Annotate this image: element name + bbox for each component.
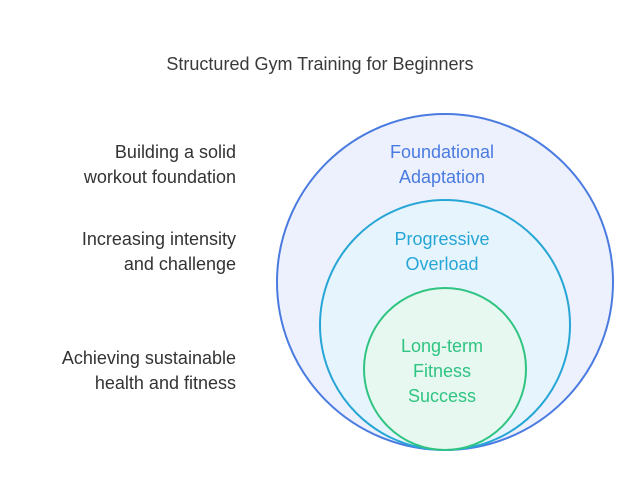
inner-description-line-2: health and fitness: [95, 373, 236, 393]
outer-description-line-1: Building a solid: [115, 142, 236, 162]
inner-ring-label-line-3: Success: [408, 386, 476, 406]
inner-ring-label-line-1: Long-term: [401, 336, 483, 356]
middle-ring-label-line-2: Overload: [405, 254, 478, 274]
inner-ring-label-line-2: Fitness: [413, 361, 471, 381]
middle-description-line-1: Increasing intensity: [82, 229, 236, 249]
outer-description-line-2: workout foundation: [83, 167, 236, 187]
inner-circle: [363, 287, 527, 451]
inner-description-line-1: Achieving sustainable: [62, 348, 236, 368]
middle-description-line-2: and challenge: [124, 254, 236, 274]
diagram-title: Structured Gym Training for Beginners: [166, 54, 473, 74]
outer-ring-label-line-1: Foundational: [390, 142, 494, 162]
outer-ring-label-line-2: Adaptation: [399, 167, 485, 187]
middle-ring-label-line-1: Progressive: [394, 229, 489, 249]
